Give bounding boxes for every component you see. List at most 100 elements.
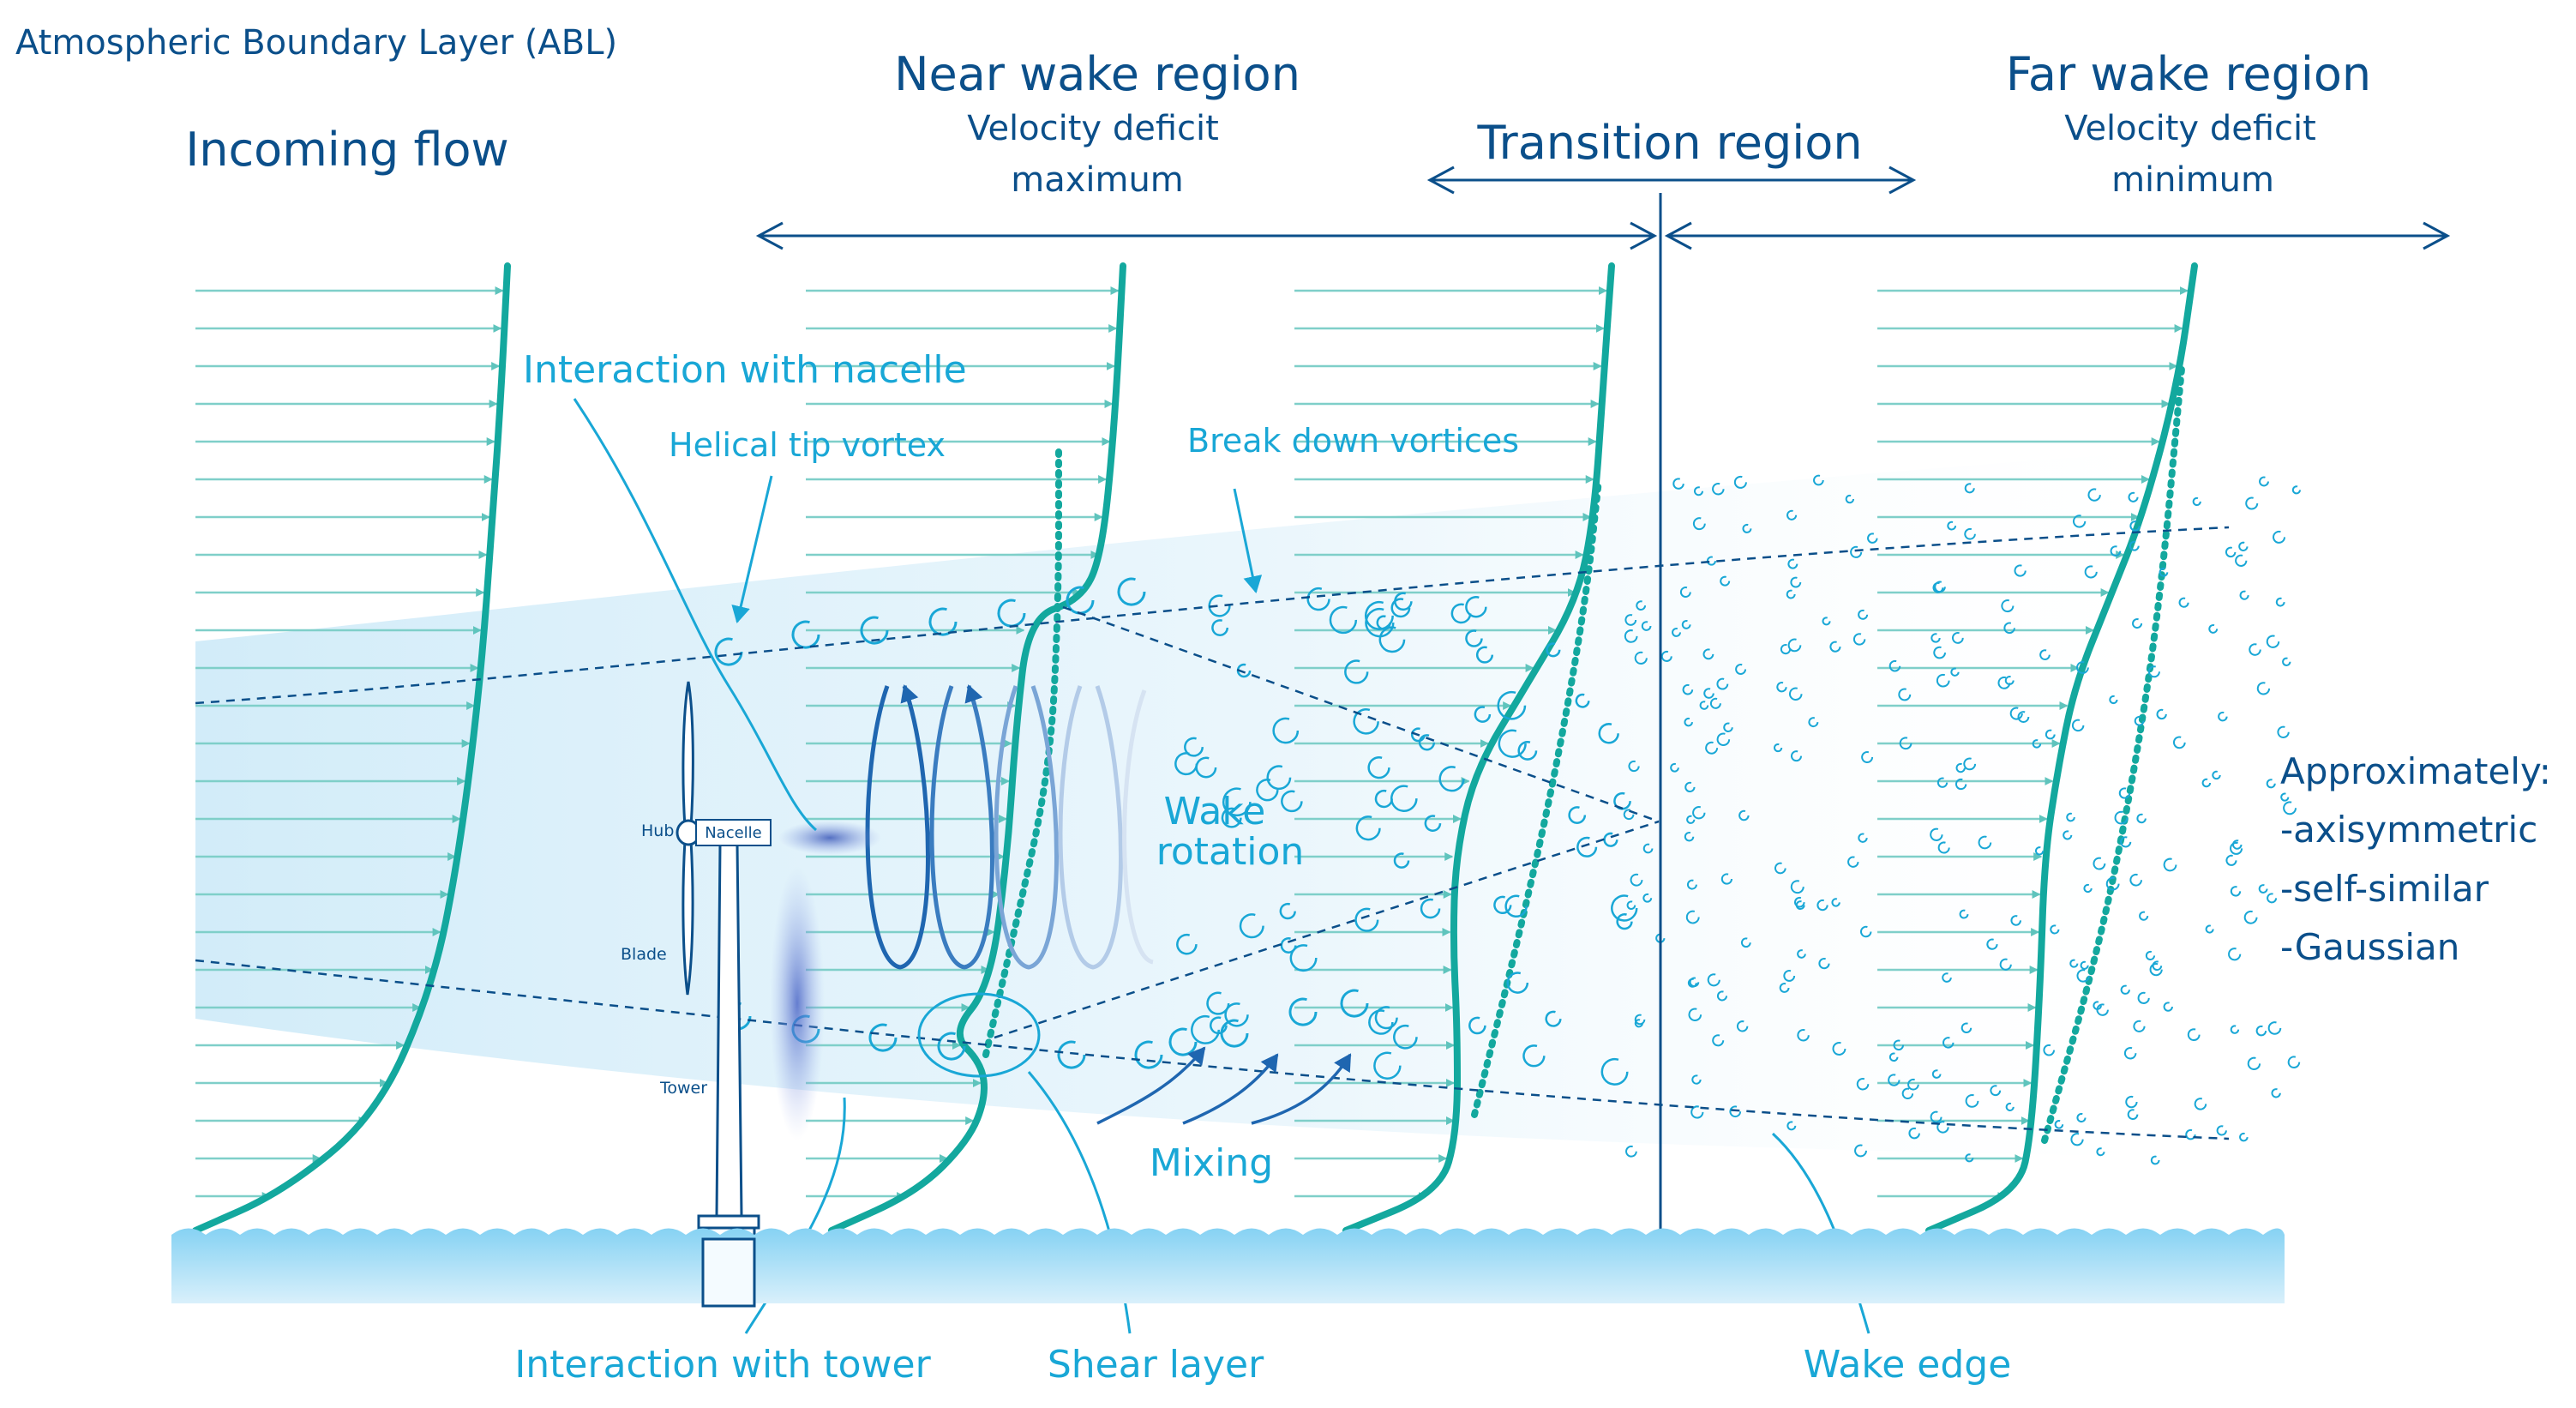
leader-helical-tip — [731, 475, 773, 623]
vortex-swirl — [1625, 1145, 1637, 1158]
vortex-swirl — [1999, 958, 2012, 971]
vortex-swirl — [2136, 813, 2147, 824]
vortex-swirl — [2275, 597, 2285, 607]
vortex-swirl — [1740, 937, 1751, 948]
label-shear-layer: Shear layer — [1047, 1343, 1264, 1387]
vortex-swirl — [1888, 1052, 1899, 1062]
vortex-swirl — [2194, 1098, 2207, 1110]
vortex-swirl — [1709, 697, 1721, 709]
label-nacelle: Nacelle — [695, 819, 772, 846]
vortex-swirl — [1628, 760, 1640, 773]
vortex-swirl — [1624, 629, 1638, 643]
vortex-swirl — [2009, 707, 2023, 720]
vortex-swirl — [1705, 741, 1719, 755]
vortex-swirl — [2266, 635, 2280, 648]
vortex-swirl — [1670, 762, 1679, 773]
vortex-swirl — [2259, 476, 2269, 487]
vortex-swirl — [1474, 706, 1492, 723]
vortex-swirl — [2212, 770, 2221, 780]
wake-shading — [195, 446, 2229, 1158]
vortex-swirl — [1465, 596, 1487, 618]
vortex-swirl — [1790, 576, 1802, 588]
transition-title: Transition region — [1477, 116, 1863, 170]
label-interaction-tower: Interaction with tower — [514, 1343, 931, 1387]
vortex-swirl — [1898, 688, 1912, 701]
vortex-swirl — [1355, 815, 1381, 841]
vortex-swirl — [1506, 972, 1529, 994]
vortex-swirl — [2129, 520, 2141, 532]
vortex-swirl — [2287, 1056, 2301, 1068]
vortex-swirl — [1636, 600, 1647, 611]
vortex-swirl — [2230, 1025, 2240, 1034]
vortex-swirl — [1672, 628, 1681, 637]
vortex-swirl — [937, 1032, 966, 1061]
label-interaction-nacelle: Interaction with nacelle — [523, 348, 967, 392]
vortex-swirl — [1930, 633, 1941, 643]
vortex-swirl — [2205, 924, 2214, 934]
vortex-swirl — [2005, 1102, 2015, 1111]
vortex-swirl — [2132, 618, 2143, 629]
vortex-swirl — [1545, 1010, 1562, 1027]
core-line-lower — [994, 820, 1660, 1039]
vortex-swirl — [2216, 1125, 2227, 1136]
vortex-swirl — [2072, 514, 2087, 528]
vortex-swirl — [1493, 895, 1512, 915]
vortex-swirl — [2118, 787, 2131, 799]
profile-far-undisturbed — [2041, 365, 2185, 1144]
vortex-swirl — [1642, 843, 1654, 854]
vortex-swirls — [714, 474, 2301, 1165]
wake-edge-upper — [195, 526, 2230, 705]
vortex-swirl — [2063, 830, 2073, 840]
near-wake-subtitle-2: maximum — [1011, 160, 1184, 200]
vortex-swirl — [1716, 677, 1729, 690]
far-wake-subtitle-1: Velocity deficit — [2064, 109, 2316, 148]
vortex-swirl — [1117, 577, 1146, 606]
vortex-swirl — [1281, 790, 1303, 813]
vortex-swirl — [1236, 663, 1252, 678]
vortex-swirl — [2004, 676, 2015, 685]
vortex-swirl — [1497, 690, 1527, 720]
vortex-swirl — [1393, 852, 1410, 869]
incoming-flow-title: Incoming flow — [185, 123, 509, 177]
vortex-swirl — [1475, 646, 1494, 664]
vortex-swirl — [1937, 777, 1949, 788]
vortex-swirl — [2230, 841, 2243, 855]
vortex-swirl — [2291, 485, 2301, 495]
vortex-swirl — [1790, 880, 1804, 894]
vortex-swirl — [2238, 541, 2249, 551]
vortex-swirl — [1860, 925, 1872, 938]
vortex-swirl — [1684, 781, 1696, 793]
vortex-swirl — [1344, 659, 1369, 684]
vortex-swirl — [2096, 1147, 2105, 1157]
profile-near-wake — [828, 262, 1126, 1234]
vortex-swirl — [1195, 756, 1217, 779]
vortex-swirl — [2084, 565, 2098, 579]
vortex-swirl — [1279, 902, 1296, 920]
vortex-swirl — [1978, 835, 1992, 850]
vortex-swirl — [1943, 1037, 1955, 1049]
vortex-swirl — [2225, 854, 2237, 866]
vortex-swirl — [2039, 649, 2051, 660]
vortex-swirl — [2087, 488, 2101, 502]
vortex-swirl — [2083, 883, 2093, 894]
vortex-swirl — [2076, 969, 2090, 983]
vortex-swirl — [2235, 554, 2248, 567]
vortex-swirl — [2069, 959, 2079, 968]
vortex-swirl — [1394, 592, 1413, 611]
vortex-swirl — [1786, 589, 1796, 599]
vortex-swirl — [1498, 729, 1527, 758]
vortex-swirl — [2282, 657, 2291, 666]
vortex-swirl — [860, 616, 889, 645]
vortex-swirl — [1907, 1078, 1919, 1091]
vortex-swirl — [1600, 1057, 1629, 1086]
vortex-swirl — [2208, 623, 2219, 634]
profile-incoming — [192, 262, 511, 1234]
vortex-swirl — [1899, 737, 1912, 750]
vortex-swirl — [1634, 651, 1648, 665]
vortex-swirl — [1690, 1105, 1704, 1119]
vortex-swirl — [2125, 1095, 2138, 1109]
vortex-swirl — [1888, 1074, 1900, 1086]
vortex-swirl — [1723, 722, 1733, 732]
vortex-swirl — [1329, 605, 1358, 635]
